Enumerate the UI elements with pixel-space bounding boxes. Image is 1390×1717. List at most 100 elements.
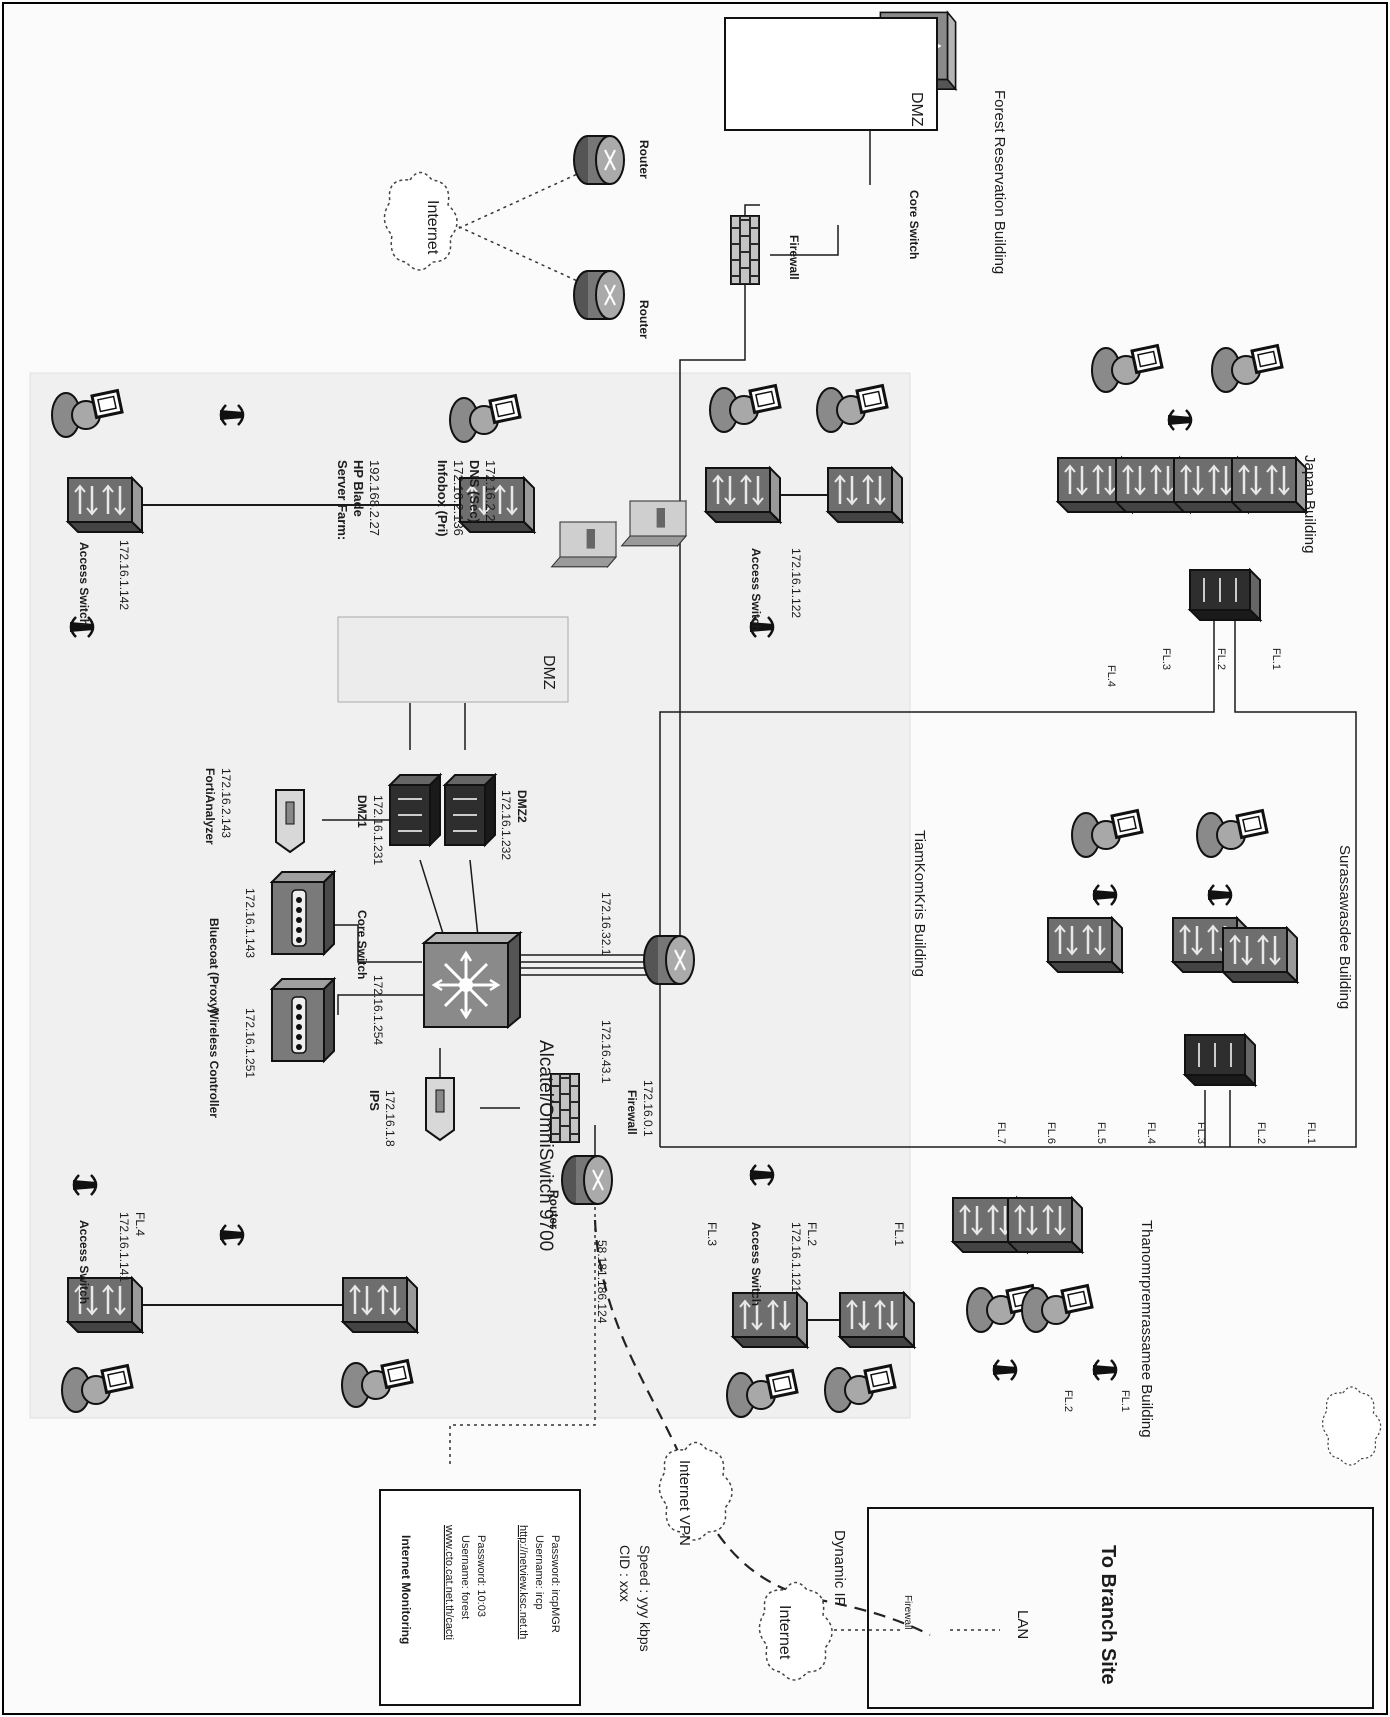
- link-router-icon: [643, 935, 695, 985]
- server-farm-dmz-box: [337, 616, 569, 703]
- tk-fl7: FL.7: [995, 1122, 1007, 1144]
- tk-fl6: FL.6: [1045, 1122, 1057, 1144]
- branch-site-label: To Branch Site: [1097, 1545, 1119, 1685]
- monitoring-title: Internet Monitoring: [399, 1535, 413, 1644]
- bluecoat-name: Bluecoat (Proxy): [207, 918, 221, 1013]
- branch-site-box: [867, 1507, 1374, 1709]
- thanomprem-building-label: Thanomrpremrassamee Building: [1138, 1220, 1155, 1438]
- internet-monitoring-box: [379, 1489, 581, 1706]
- labels: Alcatel/OmniSwitch 9700 Core Switch 172.…: [77, 90, 1353, 1685]
- server-farm-zone: DMZ: [540, 655, 557, 690]
- ips-ip: 172.16.1.8: [383, 1090, 397, 1147]
- access-switch-121-label: Access Switch: [749, 1222, 763, 1306]
- tk-fl5: FL.5: [1095, 1122, 1107, 1144]
- monitoring-url1: www.cto.cat.net.th/cacti: [443, 1524, 455, 1640]
- forest-core-switch-label: Core Switch: [907, 190, 921, 259]
- vpn-cid: CID : xxx: [617, 1545, 633, 1602]
- tk-fl3: FL.3: [1195, 1122, 1207, 1144]
- wireless-ap-icon: [1206, 883, 1234, 907]
- floor-label-fl1: FL.1: [892, 1222, 906, 1246]
- dmz1-ip: 172.16.1.231: [371, 795, 385, 865]
- floor-label-fl2: FL.2: [805, 1222, 819, 1246]
- internet-cloud-icon: [383, 171, 458, 271]
- core-switch-model: Alcatel/OmniSwitch 9700: [535, 1040, 556, 1251]
- access-switch-122-label: Access Switch: [749, 548, 763, 632]
- monitoring-url2: http://netview.ksc.net.th: [517, 1525, 529, 1639]
- japan-switch-icon: [1230, 456, 1308, 514]
- main-router-ip: 58.181.186.124: [595, 1240, 609, 1324]
- lan-label: LAN: [1014, 1610, 1031, 1639]
- forest-router-icon: [573, 270, 625, 320]
- server-blade-icon: [551, 521, 617, 568]
- fortianalyzer-icon: [275, 789, 305, 853]
- monitoring-user2: Username: ircp: [533, 1535, 545, 1610]
- ips-name: IPS: [367, 1090, 382, 1111]
- tk-fl4: FL.4: [1145, 1122, 1157, 1144]
- thanomprem-fl1: FL.1: [1119, 1390, 1131, 1412]
- tk-fl2: FL.2: [1255, 1122, 1267, 1144]
- wireless-ap-icon: [991, 1358, 1019, 1382]
- access-switch-121b-icon: [838, 1291, 916, 1349]
- dmz2-name: DMZ2: [515, 790, 529, 823]
- core-switch-icon: [422, 931, 522, 1029]
- core-switch-ip: 172.16.1.254: [371, 975, 385, 1045]
- access-switch-122-ip: 172.16.1.122: [789, 548, 803, 618]
- core-link2-ip: 172.16.43.1: [599, 1020, 613, 1084]
- user-workstation-icon: [1070, 809, 1144, 859]
- fortianalyzer-name: FortiAnalyzer: [203, 768, 217, 845]
- infobox-ip: 172.16.2.136: [451, 460, 466, 536]
- dmz2-ip: 172.16.1.232: [499, 790, 513, 860]
- japan-building-label: Japan Building: [1301, 455, 1318, 553]
- access-switch-122b-icon: [826, 466, 904, 524]
- user-workstation-icon: [1195, 809, 1269, 859]
- vpn-internet-label: Internet: [776, 1605, 793, 1660]
- forest-internet-label: Internet: [424, 200, 441, 255]
- server-farm-hp: HP Blade: [351, 460, 366, 517]
- japan-distribution-switch-icon: [1189, 569, 1261, 621]
- dns-name: DNS (Sec): [467, 460, 482, 523]
- access-switch-141-ip: 172.16.1.141: [117, 1212, 131, 1282]
- forest-router1-label: Router: [637, 140, 651, 179]
- fortianalyzer-ip: 172.16.2.143: [219, 768, 233, 838]
- forest-firewall-label: Firewall: [787, 235, 801, 280]
- bluecoat-proxy-icon: [271, 871, 335, 955]
- dns-ip: 172.16.2.2: [483, 460, 498, 521]
- access-switch-142-ip: 172.16.1.142: [117, 540, 131, 610]
- core-link1-ip: 172.16.32.1: [599, 892, 613, 956]
- wireless-ap-icon: [1091, 1358, 1119, 1382]
- japan-fl1: FL.1: [1270, 648, 1282, 670]
- internet-vpn-cloud-icon: [658, 1441, 733, 1541]
- access-switch-141-label: Access Switch: [77, 1220, 91, 1304]
- floor-label-fl4: FL.4: [133, 1212, 147, 1236]
- tk-fl1: FL.1: [1305, 1122, 1317, 1144]
- tiamkomkris-building-label: TiamKomKris Building: [911, 830, 928, 977]
- japan-fl2: FL.2: [1215, 648, 1227, 670]
- ips-icon: [425, 1077, 455, 1141]
- infobox-name: Infobox (Pri): [435, 460, 450, 537]
- surassawasdee-switch-icon: [1221, 926, 1299, 984]
- server-farm-hp-ip: 192.168.2.27: [367, 460, 382, 536]
- main-router-icon: [561, 1155, 613, 1205]
- forest-dmz-box: [724, 17, 938, 131]
- main-router-name: Router: [547, 1190, 561, 1229]
- forest-building-label: Forest Reservation Building: [991, 90, 1008, 274]
- japan-fl3: FL.3: [1160, 648, 1172, 670]
- main-firewall-ip: 172.16.0.1: [641, 1080, 655, 1137]
- dmz2-switch-icon: [444, 774, 496, 846]
- wireless-controller-icon: [271, 978, 335, 1062]
- main-campus-area: [29, 372, 911, 1419]
- wireless-ap-icon: [1166, 408, 1194, 432]
- wireless-ap-icon: [1091, 883, 1119, 907]
- dmz1-name: DMZ1: [355, 795, 369, 828]
- monitoring-pass1: Password: 10:03: [475, 1535, 487, 1617]
- branch-firewall-label: Firewall: [902, 1595, 913, 1629]
- user-workstation-icon: [1090, 344, 1164, 394]
- surassawasdee-distribution-switch-icon: [1184, 1034, 1256, 1086]
- user-workstation-icon: [1020, 1284, 1094, 1334]
- dmz1-switch-icon: [389, 774, 441, 846]
- network-links: [108, 130, 1357, 1636]
- dynamic-ip-label: Dynamic IP: [831, 1530, 848, 1607]
